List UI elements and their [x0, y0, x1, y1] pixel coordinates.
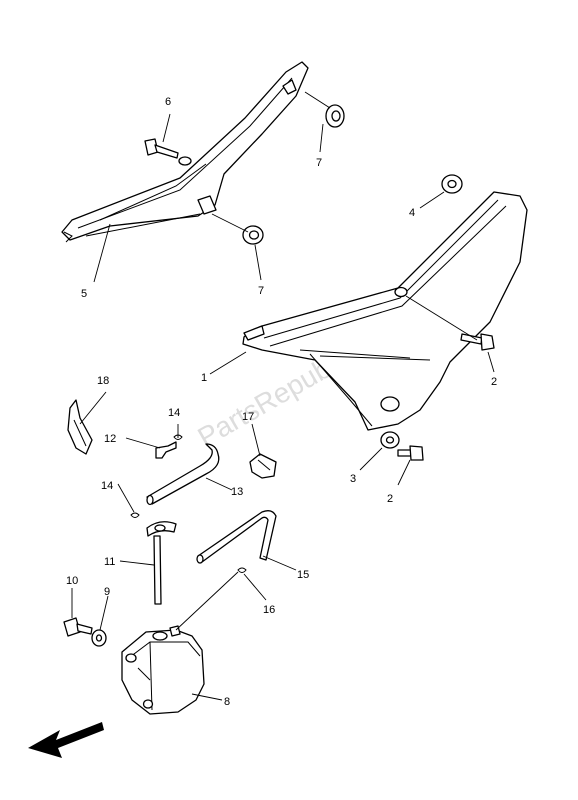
- callout-label: 14: [101, 480, 113, 492]
- side-cover: [242, 191, 528, 431]
- grommet-lower: [242, 225, 264, 245]
- callout-label: 6: [165, 96, 171, 108]
- callout-label: 10: [66, 575, 78, 587]
- bolt-right-lower: [397, 445, 424, 461]
- callout-label: 3: [350, 473, 356, 485]
- tank-bolt: [63, 617, 93, 637]
- callout-labels: 1 2 2 3 4 5 6 7 7 8 9 10 11 12 13 14 14 …: [66, 96, 497, 708]
- reservoir-tank: [121, 625, 205, 715]
- callout-label: 15: [297, 569, 309, 581]
- callout-label: 8: [224, 696, 230, 708]
- callout-label: 2: [491, 376, 497, 388]
- collar: [380, 431, 400, 449]
- breather-hose: [146, 443, 220, 506]
- callout-label: 18: [97, 375, 109, 387]
- bolt: [144, 138, 179, 159]
- hose-clip-small-right: [237, 567, 247, 573]
- hose-clip: [249, 453, 277, 479]
- callout-label: 4: [409, 207, 415, 219]
- callout-label: 16: [263, 604, 275, 616]
- hose-clip-small-lower: [130, 512, 140, 518]
- filler-pipe: [146, 521, 177, 605]
- bolt-right-upper: [460, 333, 495, 351]
- callout-label: 14: [168, 407, 180, 419]
- side-cover-inner-frame: [61, 61, 309, 243]
- elbow-fitting: [155, 441, 177, 459]
- callout-label: 2: [387, 493, 393, 505]
- callout-label: 1: [201, 372, 207, 384]
- callout-label: 12: [104, 433, 116, 445]
- callout-label: 7: [258, 285, 264, 297]
- grommet-top-right: [441, 174, 463, 194]
- grommet-upper: [325, 104, 345, 128]
- callout-label: 17: [242, 411, 254, 423]
- callout-label: 7: [316, 157, 322, 169]
- tank-grommet: [91, 629, 107, 647]
- leader-lines: [71, 91, 495, 701]
- hose-clip-small-upper: [173, 434, 183, 440]
- callout-label: 13: [231, 486, 243, 498]
- clamp: [67, 399, 93, 455]
- callout-label: 11: [104, 556, 115, 568]
- callout-label: 5: [81, 288, 87, 300]
- callout-label: 9: [104, 586, 110, 598]
- overflow-hose: [196, 510, 277, 564]
- direction-arrow-icon: [28, 722, 104, 758]
